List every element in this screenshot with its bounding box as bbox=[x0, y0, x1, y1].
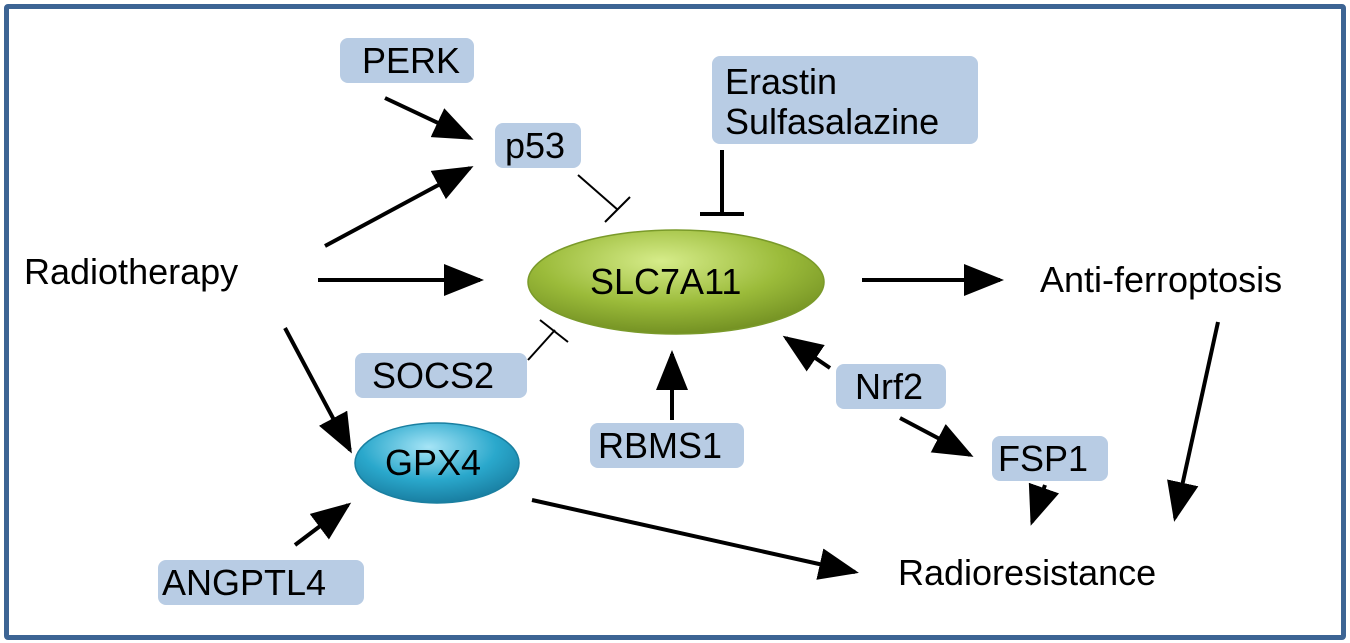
nrf2-box bbox=[836, 364, 946, 409]
angptl4-label: ANGPTL4 bbox=[162, 562, 327, 603]
perk-box bbox=[340, 38, 474, 83]
inhibit-p53-slc7a11 bbox=[577, 174, 619, 211]
rbms1-box bbox=[590, 423, 744, 468]
slc7a11-label: SLC7A11 bbox=[590, 261, 742, 302]
slc7a11-ellipse bbox=[527, 229, 825, 335]
erastin-label: Erastin bbox=[725, 61, 838, 102]
fsp1-box bbox=[992, 436, 1108, 481]
rbms1-label: RBMS1 bbox=[598, 425, 723, 466]
perk-label: PERK bbox=[362, 40, 461, 81]
fsp1-label: FSP1 bbox=[998, 438, 1089, 479]
sulfasalazine-label: Sulfasalazine bbox=[725, 101, 940, 142]
p53-label: p53 bbox=[505, 125, 566, 166]
radioresistance-label: Radioresistance bbox=[898, 552, 1157, 593]
arrow-radiotherapy-gpx4 bbox=[283, 327, 352, 454]
inhibit-socs2-slc7a11 bbox=[527, 329, 556, 361]
anti-ferroptosis-label: Anti-ferroptosis bbox=[1040, 259, 1283, 300]
arrow-nrf2-slc7a11 bbox=[782, 335, 832, 372]
gpx4-ellipse bbox=[354, 422, 520, 504]
radiotherapy-label: Radiotherapy bbox=[24, 251, 239, 292]
angptl4-box bbox=[158, 560, 364, 605]
nrf2-label: Nrf2 bbox=[855, 366, 924, 407]
p53-box bbox=[495, 123, 581, 168]
arrow-antiferroptosis-radioresistance bbox=[1167, 321, 1220, 522]
arrow-radiotherapy-p53 bbox=[324, 166, 474, 248]
socs2-box bbox=[355, 353, 527, 398]
erastin-box bbox=[712, 56, 978, 144]
socs2-label: SOCS2 bbox=[372, 355, 495, 396]
arrow-nrf2-fsp1 bbox=[899, 416, 974, 457]
arrow-fsp1-radioresistance bbox=[1028, 482, 1060, 526]
arrow-gpx4-radioresistance bbox=[531, 498, 859, 580]
gpx4-label: GPX4 bbox=[385, 442, 482, 483]
arrow-angptl4-gpx4 bbox=[293, 502, 352, 547]
arrow-perk-p53 bbox=[384, 96, 474, 140]
